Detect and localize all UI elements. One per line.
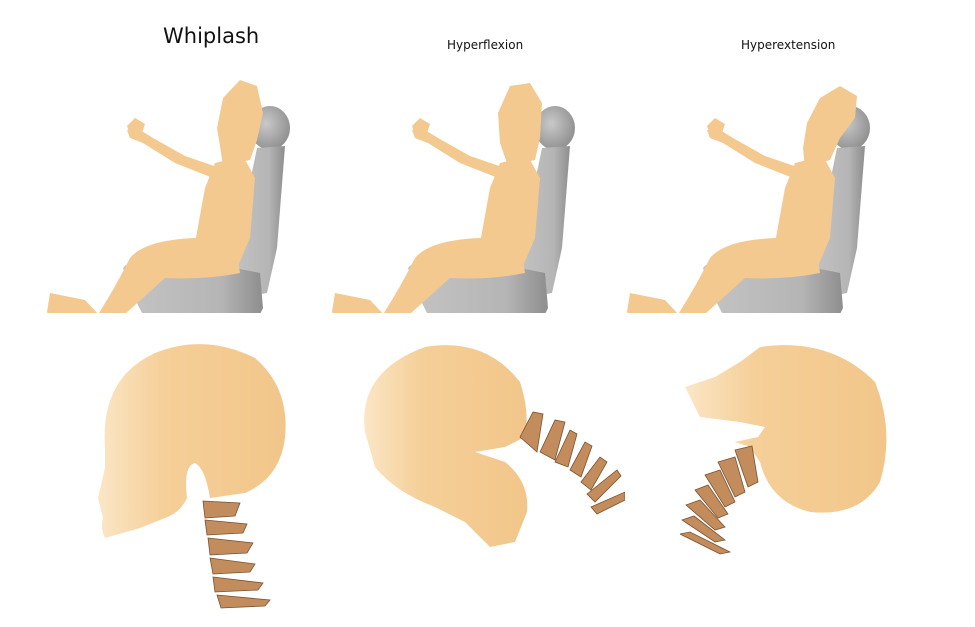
title-hyperflexion: Hyperflexion bbox=[447, 38, 524, 52]
seated-figure-hyperflexion bbox=[332, 83, 575, 313]
title-hyperextension: Hyperextension bbox=[741, 38, 836, 52]
skull-spine-whiplash bbox=[98, 344, 286, 609]
cervical-vertebrae bbox=[680, 445, 759, 555]
cervical-vertebrae bbox=[519, 411, 625, 515]
head-flexed bbox=[498, 83, 542, 166]
cervical-vertebrae bbox=[202, 500, 271, 609]
seated-figure-hyperextension bbox=[627, 86, 870, 313]
title-whiplash: Whiplash bbox=[163, 24, 260, 48]
head-neutral bbox=[217, 80, 263, 166]
skull bbox=[98, 344, 286, 538]
skull-spine-hyperextension bbox=[680, 345, 887, 555]
skull-spine-hyperflexion bbox=[364, 345, 625, 547]
seated-figure-whiplash bbox=[47, 80, 290, 313]
head-extended bbox=[803, 86, 857, 168]
skull bbox=[685, 345, 887, 513]
skull bbox=[364, 345, 528, 547]
